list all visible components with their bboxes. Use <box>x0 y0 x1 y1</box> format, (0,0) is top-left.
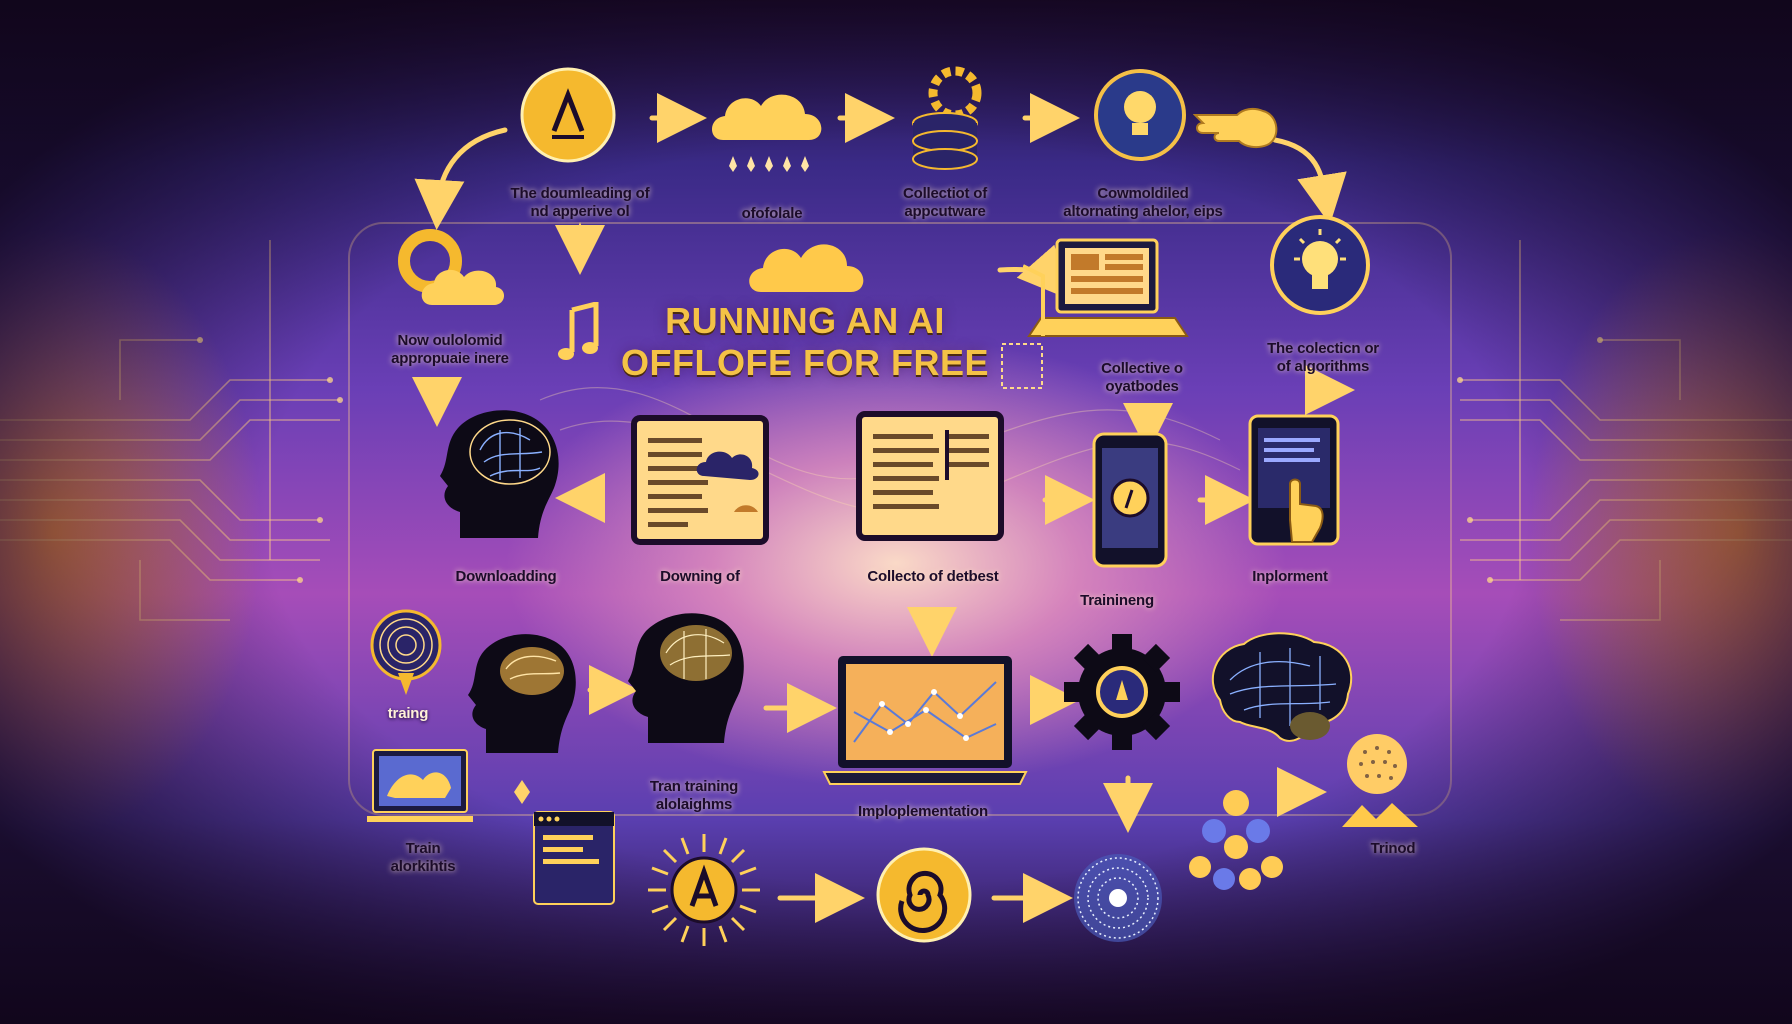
label-top-1: The doumleading of nd apperive ol <box>510 185 650 220</box>
node-chart-laptop <box>820 652 1030 788</box>
node-vinyl-disc <box>368 607 444 697</box>
spiral-badge-icon <box>876 847 972 943</box>
node-lightbulb-badge <box>1092 67 1188 163</box>
label-right-1: Collective o oyatbodes <box>1101 360 1183 395</box>
node-gear <box>1062 632 1182 752</box>
node-dotted-sphere <box>1345 732 1409 796</box>
label-low-2: Tran training alolaighms <box>649 778 739 813</box>
node-rain-cloud <box>703 80 833 190</box>
node-cloud <box>743 230 873 300</box>
browser-window-icon <box>533 811 615 905</box>
label-low-5: Trinod <box>1370 840 1416 857</box>
label-right-2: The colecticn or of algorithms <box>1267 340 1379 375</box>
node-pointing-hand <box>1193 95 1283 155</box>
node-smartphone <box>1090 430 1170 570</box>
title-line-2: OFFLOFE FOR FREE <box>621 342 989 383</box>
cloud-icon <box>749 244 864 292</box>
chart-laptop-icon <box>822 656 1028 785</box>
page-title: RUNNING AN AI OFFLOFE FOR FREE <box>615 300 995 384</box>
label-low-3: Imploplementation <box>858 803 988 820</box>
label-top-4: Cowmoldiled altornating ahelor, eips <box>1063 185 1223 220</box>
network-nodes-icon <box>1189 790 1283 890</box>
node-ring-cloud <box>390 225 510 315</box>
star-marker <box>514 780 530 804</box>
a-letter-badge-icon <box>520 67 616 163</box>
node-laptop <box>1023 236 1193 356</box>
sun-badge-icon <box>648 834 760 946</box>
node-gear-database <box>900 63 1000 173</box>
label-low-1: traing <box>387 705 429 722</box>
node-a-letter-badge <box>518 65 618 165</box>
node-music-note <box>556 302 604 364</box>
gear-database-icon <box>912 66 982 170</box>
node-browser-window <box>531 809 617 907</box>
document-cloud-icon <box>631 415 769 545</box>
node-document-cloud <box>630 414 770 546</box>
label-top-3: Collectiot of appcutware <box>902 185 988 220</box>
vinyl-disc-icon <box>370 609 442 695</box>
arrow <box>1272 137 1347 225</box>
laptop-icon <box>1023 238 1189 337</box>
gear-icon <box>1064 634 1180 750</box>
mountain-icon <box>1342 803 1418 827</box>
node-dashed-square <box>999 341 1045 391</box>
arrow <box>414 127 508 230</box>
music-note-icon <box>558 302 599 360</box>
label-mid-3: Collecto of detbest <box>867 568 999 585</box>
head-brain-icon <box>440 410 559 538</box>
head-brain-icon <box>628 613 744 743</box>
node-photo-monitor <box>365 746 475 826</box>
node-lightbulb <box>1268 213 1372 317</box>
node-spiral-badge <box>874 845 974 945</box>
tablet-touch-icon <box>1248 414 1340 546</box>
node-tablet-touch <box>1246 412 1346 548</box>
label-mid-1: Downloadding <box>455 568 557 585</box>
node-radial-dots <box>1070 850 1166 946</box>
label-mid-4: Trainineng <box>1080 592 1154 609</box>
node-head-brain-gold <box>460 625 590 755</box>
node-network-nodes <box>1186 787 1286 897</box>
dotted-sphere-icon <box>1347 734 1407 794</box>
document-icon <box>856 411 1004 541</box>
star-marker <box>574 222 586 254</box>
title-line-1: RUNNING AN AI <box>665 300 945 341</box>
lightbulb-icon <box>1270 215 1370 315</box>
node-head-brain-wire <box>620 605 760 745</box>
label-mid-2: Downing of <box>660 568 740 585</box>
node-document <box>855 410 1005 542</box>
smartphone-icon <box>1092 432 1168 568</box>
lightbulb-badge-icon <box>1094 69 1186 161</box>
label-top-2: ofofolale <box>741 205 803 222</box>
rain-cloud-icon <box>711 94 822 172</box>
pointing-hand-icon <box>1193 107 1278 149</box>
label-low-4: Train alorkihtis <box>390 840 456 875</box>
node-head-brain <box>430 400 580 540</box>
label-left-1: Now oulolomid appropuaie inere <box>391 332 509 367</box>
photo-monitor-icon <box>367 749 473 822</box>
node-mountain <box>1342 801 1430 829</box>
label-mid-5: Inplorment <box>1252 568 1328 585</box>
node-sun-badge <box>644 830 764 950</box>
node-brain <box>1200 630 1360 750</box>
ring-cloud-icon <box>398 229 505 305</box>
radial-dots-icon <box>1074 854 1162 942</box>
head-brain-icon <box>468 634 576 753</box>
brain-icon <box>1211 632 1353 742</box>
dashed-square-icon <box>1001 343 1043 389</box>
